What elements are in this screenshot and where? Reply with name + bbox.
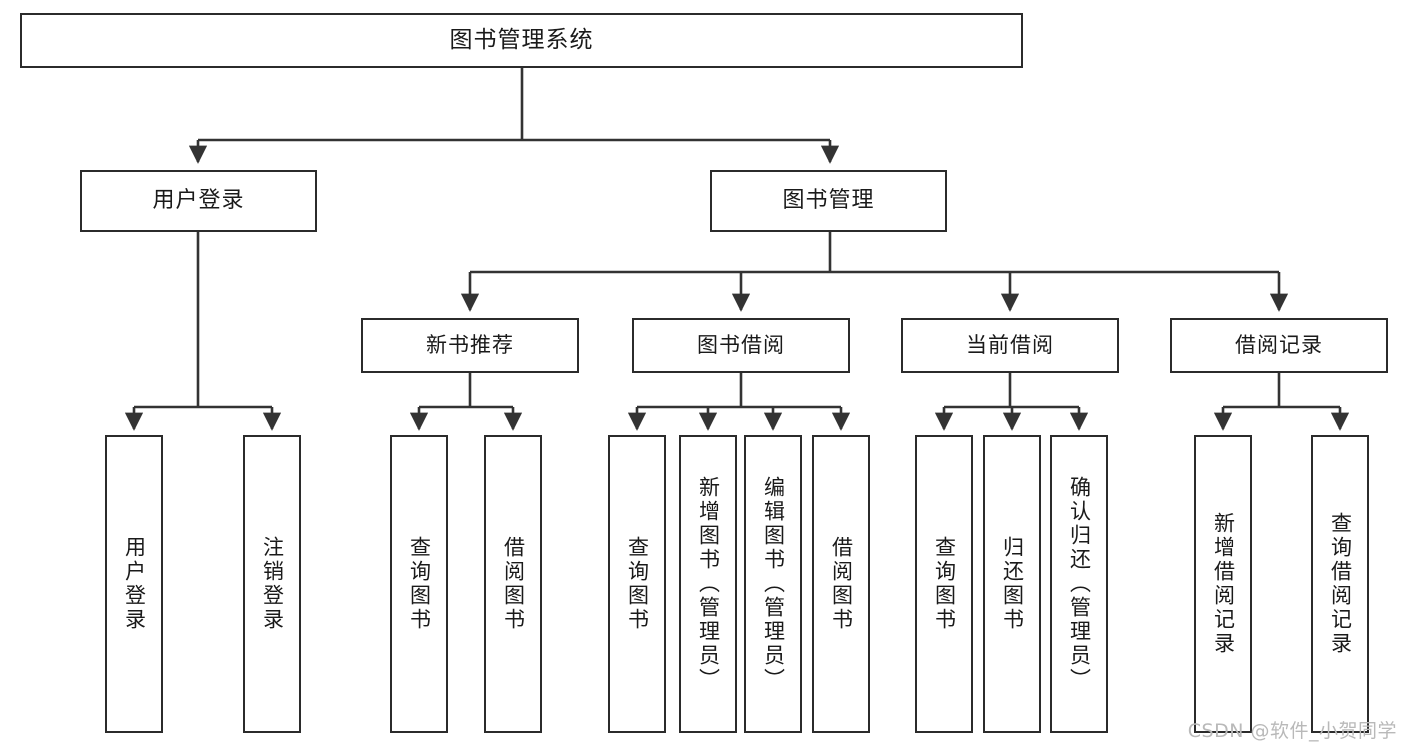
leaf-query-borrow-record-label: 查询借阅记录 [1328, 512, 1353, 656]
node-borrow-record-label: 借阅记录 [1235, 333, 1323, 357]
leaf-add-book-admin[interactable]: 新增图书（管理员） [679, 435, 737, 733]
leaf-user-login-label: 用户登录 [122, 536, 147, 632]
leaf-query-book-current[interactable]: 查询图书 [915, 435, 973, 733]
leaf-add-borrow-record-label: 新增借阅记录 [1211, 512, 1236, 656]
leaf-confirm-return-admin-label: 确认归还（管理员） [1067, 476, 1092, 692]
leaf-add-borrow-record[interactable]: 新增借阅记录 [1194, 435, 1252, 733]
leaf-user-login[interactable]: 用户登录 [105, 435, 163, 733]
node-user-login[interactable]: 用户登录 [80, 170, 317, 232]
node-book-management[interactable]: 图书管理 [710, 170, 947, 232]
leaf-borrow-book[interactable]: 借阅图书 [812, 435, 870, 733]
node-borrow-record[interactable]: 借阅记录 [1170, 318, 1388, 373]
leaf-query-book-current-label: 查询图书 [932, 536, 957, 632]
leaf-return-book-label: 归还图书 [1000, 536, 1025, 632]
leaf-user-logout-label: 注销登录 [260, 536, 285, 632]
node-book-management-label: 图书管理 [782, 188, 875, 213]
node-root[interactable]: 图书管理系统 [20, 13, 1023, 68]
node-root-label: 图书管理系统 [449, 27, 594, 53]
leaf-query-book-recommend-label: 查询图书 [407, 536, 432, 632]
node-book-borrow[interactable]: 图书借阅 [632, 318, 850, 373]
node-book-borrow-label: 图书借阅 [697, 333, 785, 357]
node-current-borrow-label: 当前借阅 [966, 333, 1054, 357]
node-new-book-recommend[interactable]: 新书推荐 [361, 318, 579, 373]
leaf-query-borrow-record[interactable]: 查询借阅记录 [1311, 435, 1369, 733]
watermark-text: CSDN @软件_小贺同学 [1187, 720, 1397, 742]
leaf-borrow-book-recommend[interactable]: 借阅图书 [484, 435, 542, 733]
leaf-user-logout[interactable]: 注销登录 [243, 435, 301, 733]
node-user-login-label: 用户登录 [152, 188, 245, 213]
leaf-edit-book-admin-label: 编辑图书（管理员） [761, 476, 786, 692]
leaf-query-book-borrow-label: 查询图书 [625, 536, 650, 632]
leaf-confirm-return-admin[interactable]: 确认归还（管理员） [1050, 435, 1108, 733]
node-current-borrow[interactable]: 当前借阅 [901, 318, 1119, 373]
leaf-query-book-recommend[interactable]: 查询图书 [390, 435, 448, 733]
node-new-book-recommend-label: 新书推荐 [426, 333, 514, 357]
leaf-return-book[interactable]: 归还图书 [983, 435, 1041, 733]
leaf-edit-book-admin[interactable]: 编辑图书（管理员） [744, 435, 802, 733]
leaf-add-book-admin-label: 新增图书（管理员） [696, 476, 721, 692]
leaf-borrow-book-label: 借阅图书 [829, 536, 854, 632]
leaf-borrow-book-recommend-label: 借阅图书 [501, 536, 526, 632]
leaf-query-book-borrow[interactable]: 查询图书 [608, 435, 666, 733]
